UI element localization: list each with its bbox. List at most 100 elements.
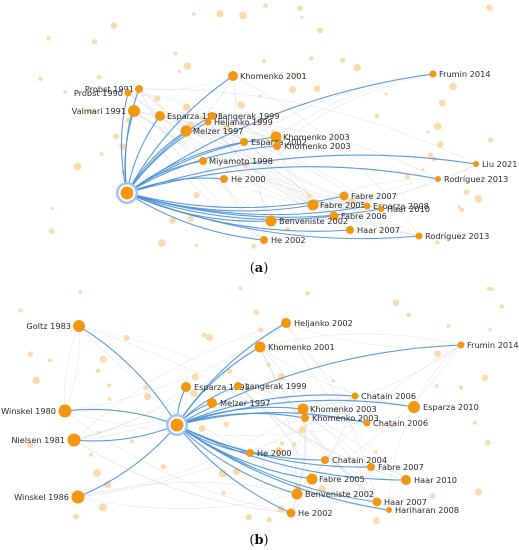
paper-node[interactable]: Khomenko 2003 [301, 413, 379, 423]
paper-node[interactable]: Khomenko 2001 [228, 71, 307, 81]
background-node [97, 430, 101, 435]
background-link [64, 322, 287, 412]
background-node [438, 99, 446, 107]
paper-node[interactable]: Esparza 1993 [155, 111, 223, 121]
paper-node[interactable]: Haar 2007 [372, 497, 428, 507]
background-link [207, 121, 278, 147]
paper-node[interactable]: Langerak 1999 [234, 381, 307, 391]
paper-node[interactable]: Khomenko 2001 [254, 341, 335, 353]
focal-paper-b[interactable] [166, 414, 188, 436]
focal-paper-node[interactable] [170, 418, 184, 432]
paper-node-label: Fabre 2005 [319, 474, 365, 484]
background-node [78, 289, 83, 294]
paper-node[interactable]: Heljanko 2002 [281, 318, 353, 328]
paper-node[interactable]: Khomenko 2003 [270, 131, 350, 143]
paper-node[interactable]: Haar 2007 [346, 225, 400, 235]
paper-node[interactable]: Frumin 2014 [429, 69, 491, 79]
paper-node[interactable]: Melzer 1997 [180, 125, 244, 137]
paper-node-label: Chatain 2004 [332, 455, 387, 465]
paper-node[interactable]: He 2000 [220, 174, 266, 184]
paper-node[interactable]: Miyamoto 1998 [199, 156, 273, 166]
paper-node-label: Fabre 2005 [320, 200, 366, 210]
paper-node[interactable]: Benveniste 2002 [291, 488, 375, 500]
paper-node[interactable]: Chatain 2006 [363, 418, 429, 428]
paper-node-label: Chatain 2006 [361, 391, 416, 401]
paper-node-dot [207, 398, 217, 408]
paper-node[interactable]: He 2002 [260, 235, 306, 245]
paper-node[interactable]: Haar 2010 [401, 475, 457, 485]
citation-edge [126, 192, 335, 221]
background-link [223, 178, 265, 241]
paper-node-dot [181, 382, 191, 392]
background-link [133, 110, 368, 207]
background-link [77, 395, 356, 498]
paper-node-dot [246, 449, 254, 457]
paper-node[interactable]: Rodríguez 2013 [435, 174, 508, 184]
citation-edge [126, 73, 434, 194]
paper-node[interactable]: Valmari 1991 [72, 105, 140, 117]
paper-node[interactable]: Esparza 1993 [181, 382, 250, 392]
paper-node[interactable]: Nielsen 1981 [11, 433, 81, 447]
paper-node[interactable]: Winskel 1980 [1, 404, 72, 418]
background-node [291, 441, 297, 447]
paper-node-dot [386, 507, 392, 513]
paper-node[interactable]: Liu 2021 [473, 159, 517, 169]
paper-node-label: He 2000 [257, 448, 292, 458]
background-link [133, 110, 382, 210]
paper-node[interactable]: Khomenko 2003 [273, 141, 351, 151]
paper-node-dot [297, 403, 309, 415]
background-link [312, 204, 420, 237]
background-node [18, 308, 23, 313]
background-node [92, 469, 101, 478]
paper-node-label: Esparza 2008 [373, 201, 429, 211]
paper-node[interactable]: Langerak 1999 [208, 111, 280, 121]
paper-node-label: Rodríguez 2013 [425, 231, 489, 241]
paper-node[interactable]: Khomenko 2003 [297, 403, 377, 415]
paper-node[interactable]: Rodríguez 2013 [415, 231, 490, 241]
paper-node-label: Winskel 1980 [1, 406, 56, 416]
background-node [226, 368, 233, 374]
paper-node[interactable]: Fabre 2007 [367, 462, 424, 472]
paper-node[interactable]: Esparza 2002 [240, 137, 307, 147]
background-node [199, 115, 205, 120]
paper-node[interactable]: Goltz 1983 [26, 320, 85, 332]
paper-node[interactable]: Frumin 2014 [457, 340, 519, 350]
paper-node[interactable]: Fabre 2005 [306, 473, 365, 485]
paper-node[interactable]: Probst 1990 [74, 88, 132, 98]
background-node [216, 10, 224, 18]
paper-node[interactable]: Heljanko 1999 [204, 117, 273, 127]
background-node [173, 51, 178, 56]
background-node [107, 397, 112, 402]
citation-edge [176, 424, 372, 468]
paper-node[interactable]: Haar 2010 [378, 204, 430, 214]
background-node [239, 11, 247, 20]
paper-node-label: Frumin 2014 [439, 69, 491, 79]
paper-node-dot [367, 463, 375, 471]
paper-node-dot [228, 71, 238, 81]
background-node [374, 113, 380, 119]
citation-edge [176, 346, 261, 426]
paper-node[interactable]: He 2002 [286, 508, 333, 518]
caption-a: (a) [250, 261, 269, 276]
paper-node[interactable]: He 2000 [246, 448, 292, 458]
background-node [38, 76, 43, 82]
paper-node[interactable]: Fabre 2007 [339, 191, 397, 201]
citation-edge [78, 325, 178, 426]
paper-node[interactable]: Fabre 2005 [307, 199, 366, 211]
background-link [207, 121, 439, 180]
paper-node[interactable]: Chatain 2004 [321, 455, 387, 465]
focal-paper-node[interactable] [120, 186, 134, 200]
paper-node[interactable]: Esparza 2008 [363, 201, 429, 211]
paper-node[interactable]: Esparza 2010 [408, 401, 479, 413]
paper-node[interactable]: Probst 1991 [85, 84, 143, 94]
paper-node[interactable]: Benveniste 2002 [265, 215, 349, 227]
paper-node[interactable]: Fabre 2006 [329, 211, 387, 221]
focal-paper-a[interactable] [116, 182, 138, 204]
paper-node[interactable]: Hariharan 2008 [386, 505, 459, 515]
background-link [302, 408, 368, 424]
paper-node[interactable]: Winskel 1986 [14, 490, 85, 504]
paper-node-label: Nielsen 1981 [11, 435, 65, 445]
paper-node[interactable]: Melzer 1997 [207, 398, 271, 408]
paper-node[interactable]: Chatain 2006 [351, 391, 417, 401]
